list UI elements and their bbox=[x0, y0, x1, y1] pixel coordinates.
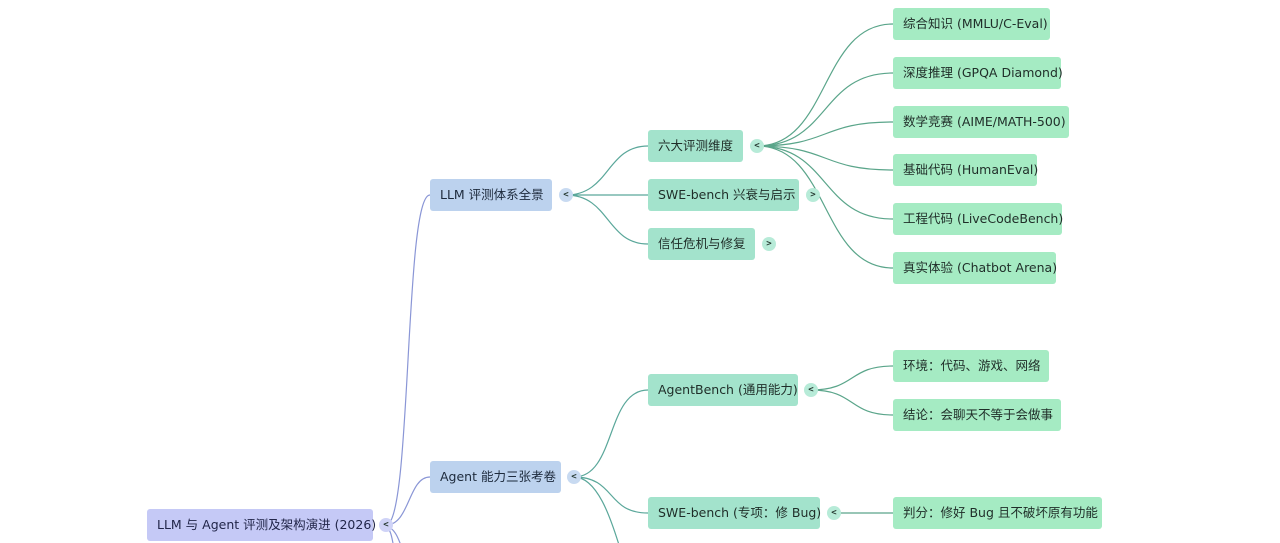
branch-agent-three-exams-toggle[interactable]: < bbox=[567, 470, 581, 484]
topic-trust-crisis[interactable]: 信任危机与修复 bbox=[648, 228, 755, 260]
topic-label: AgentBench (通用能力) bbox=[658, 382, 798, 397]
leaf-label: 工程代码 (LiveCodeBench) bbox=[903, 211, 1064, 226]
edge-b2-to-c5 bbox=[573, 476, 649, 514]
leaf-label: 环境：代码、游戏、网络 bbox=[903, 358, 1041, 373]
leaf-real-experience[interactable]: 真实体验 (Chatbot Arena) bbox=[893, 252, 1058, 284]
topic-swe-bench-rise-fall[interactable]: SWE-bench 兴衰与启示 bbox=[648, 179, 799, 211]
topic-label: SWE-bench (专项：修 Bug) bbox=[658, 505, 822, 520]
edge-c4-to-leaf-1 bbox=[810, 365, 894, 391]
root-collapse-toggle[interactable]: < bbox=[379, 518, 393, 532]
edge-c1-to-leaf-1 bbox=[756, 23, 894, 147]
edge-c4-to-leaf-2 bbox=[810, 389, 894, 416]
leaf-label: 基础代码 (HumanEval) bbox=[903, 162, 1039, 177]
leaf-basic-code[interactable]: 基础代码 (HumanEval) bbox=[893, 154, 1039, 186]
topic-agentbench[interactable]: AgentBench (通用能力) bbox=[648, 374, 798, 406]
branch-llm-evaluation-overview[interactable]: LLM 评测体系全景 bbox=[430, 179, 552, 211]
leaf-agentbench-environment[interactable]: 环境：代码、游戏、网络 bbox=[893, 350, 1049, 382]
branch-llm-evaluation-overview-toggle[interactable]: < bbox=[559, 188, 573, 202]
leaf-agentbench-conclusion[interactable]: 结论：会聊天不等于会做事 bbox=[893, 399, 1061, 431]
edge-c1-to-leaf-4 bbox=[756, 145, 894, 171]
edge-c1-to-leaf-5 bbox=[756, 145, 894, 220]
leaf-deep-reasoning[interactable]: 深度推理 (GPQA Diamond) bbox=[893, 57, 1063, 89]
edge-c1-to-leaf-2 bbox=[756, 72, 894, 147]
edge-b2-to-c4 bbox=[573, 389, 649, 478]
edge-b2-offscreen bbox=[573, 476, 620, 543]
leaf-swe-bench-scoring[interactable]: 判分：修好 Bug 且不破坏原有功能 bbox=[893, 497, 1102, 529]
leaf-general-knowledge[interactable]: 综合知识 (MMLU/C-Eval) bbox=[893, 8, 1050, 40]
edge-b1-to-c1 bbox=[565, 145, 649, 196]
edge-root-to-branch-1 bbox=[385, 194, 431, 526]
leaf-engineering-code[interactable]: 工程代码 (LiveCodeBench) bbox=[893, 203, 1064, 235]
topic-agentbench-toggle[interactable]: < bbox=[804, 383, 818, 397]
topic-six-dimensions[interactable]: 六大评测维度 bbox=[648, 130, 743, 162]
topic-label: 六大评测维度 bbox=[658, 138, 734, 153]
topic-swe-bench-bugfix-toggle[interactable]: < bbox=[827, 506, 841, 520]
leaf-math-competition[interactable]: 数学竞赛 (AIME/MATH-500) bbox=[893, 106, 1069, 138]
leaf-label: 数学竞赛 (AIME/MATH-500) bbox=[903, 114, 1066, 129]
leaf-label: 判分：修好 Bug 且不破坏原有功能 bbox=[903, 505, 1098, 520]
edge-c1-to-leaf-3 bbox=[756, 121, 894, 147]
topic-label: 信任危机与修复 bbox=[658, 236, 746, 251]
topic-label: SWE-bench 兴衰与启示 bbox=[658, 187, 796, 202]
topic-swe-bench-rise-fall-toggle[interactable]: > bbox=[806, 188, 820, 202]
leaf-label: 深度推理 (GPQA Diamond) bbox=[903, 65, 1063, 80]
root-node[interactable]: LLM 与 Agent 评测及架构演进 (2026) bbox=[147, 509, 377, 541]
leaf-label: 综合知识 (MMLU/C-Eval) bbox=[903, 16, 1048, 31]
topic-trust-crisis-toggle[interactable]: > bbox=[762, 237, 776, 251]
branch-label: Agent 能力三张考卷 bbox=[440, 469, 556, 484]
topic-swe-bench-bugfix[interactable]: SWE-bench (专项：修 Bug) bbox=[648, 497, 822, 529]
branch-label: LLM 评测体系全景 bbox=[440, 187, 544, 202]
edge-c1-to-leaf-6 bbox=[756, 145, 894, 269]
edge-root-to-branch-2 bbox=[385, 476, 431, 526]
leaf-label: 真实体验 (Chatbot Arena) bbox=[903, 260, 1058, 275]
root-node-label: LLM 与 Agent 评测及架构演进 (2026) bbox=[157, 517, 377, 532]
edge-b1-to-c3 bbox=[565, 194, 649, 245]
leaf-label: 结论：会聊天不等于会做事 bbox=[903, 407, 1054, 422]
branch-agent-three-exams[interactable]: Agent 能力三张考卷 bbox=[430, 461, 561, 493]
topic-six-dimensions-toggle[interactable]: < bbox=[750, 139, 764, 153]
